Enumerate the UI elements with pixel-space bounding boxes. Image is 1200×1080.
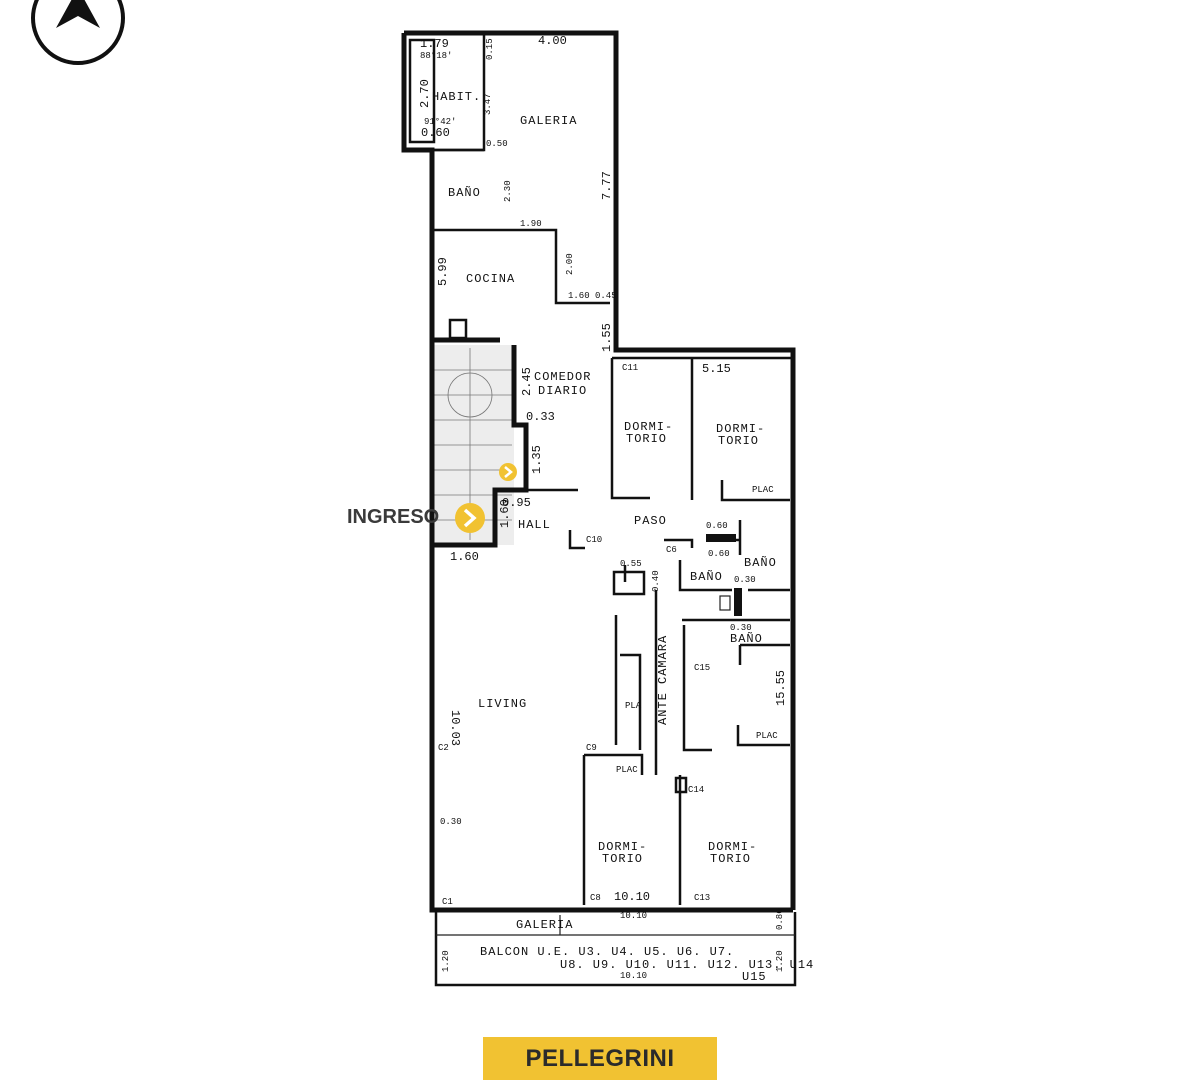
dim-245: 2.45: [520, 367, 534, 396]
room-bano-2: BAÑO: [744, 555, 777, 570]
room-placard-3: PLAC: [616, 765, 638, 775]
north-arrow-icon: [31, 0, 125, 65]
room-balcon-line3: U15: [742, 970, 767, 984]
column-c13: C13: [694, 893, 710, 903]
dim-230: 2.30: [503, 180, 513, 202]
dim-angle-2: 91°42': [424, 117, 456, 127]
column-c8: C8: [590, 893, 601, 903]
room-bano-1: BAÑO: [448, 185, 481, 200]
dim-030-c: 0.30: [440, 817, 462, 827]
entrance-label: INGRESO: [347, 506, 440, 528]
room-labels: HABIT. GALERIA BAÑO COCINA COMEDOR DIARI…: [432, 90, 814, 984]
room-living: LIVING: [478, 697, 527, 711]
dim-030-a: 0.30: [734, 575, 756, 585]
dim-135: 1.35: [530, 445, 544, 474]
room-galeria-top: GALERIA: [520, 114, 577, 128]
room-dormitorio-b-line2: TORIO: [718, 434, 759, 448]
room-comedor-line1: COMEDOR: [534, 370, 591, 384]
dim-347: 3.47: [483, 93, 493, 115]
room-dormitorio-c-line2: TORIO: [602, 852, 643, 866]
dim-200: 2.00: [565, 253, 575, 275]
dim-160-a: 1.60: [498, 499, 512, 528]
dim-160-b: 1.60: [450, 550, 479, 564]
column-c6: C6: [666, 545, 677, 555]
dim-515: 5.15: [702, 362, 731, 376]
dim-060: 0.60: [421, 126, 450, 140]
room-balcon-line1: BALCON U.E. U3. U4. U5. U6. U7.: [480, 945, 734, 959]
room-dormitorio-a-line1: DORMI-: [624, 420, 673, 434]
room-dormitorio-a-line2: TORIO: [626, 432, 667, 446]
room-placard-4: PLA: [625, 701, 642, 711]
room-bano-4: BAÑO: [730, 631, 763, 646]
dim-120-a: 1.20: [441, 950, 451, 972]
column-labels: C11 C10 C6 C15 C9 C14 C2 C1 C8 C13: [438, 363, 710, 907]
dim-030-b: 0.30: [730, 623, 752, 633]
dim-120-b: 1.20: [775, 950, 785, 972]
room-antecamara: ANTE CAMARA: [656, 635, 670, 725]
dim-599: 5.99: [436, 257, 450, 286]
exterior-walls: [401, 30, 796, 913]
room-placard-2: PLAC: [756, 731, 778, 741]
column-c2: C2: [438, 743, 449, 753]
street-label-box: PELLEGRINI: [483, 1037, 717, 1080]
dim-1010-c: 10.10: [620, 971, 647, 981]
room-hall: HALL: [518, 518, 551, 532]
dim-033: 0.33: [526, 410, 555, 424]
dim-270: 2.70: [418, 79, 432, 108]
dim-040: 0.40: [651, 570, 661, 592]
column-c1: C1: [442, 897, 453, 907]
dim-1010-b: 10.10: [620, 911, 647, 921]
room-bano-3: BAÑO: [690, 569, 723, 584]
entrance-marker: [455, 503, 485, 533]
dim-1003: 10.03: [448, 710, 462, 746]
stair-area: [430, 345, 514, 545]
dim-1010-a: 10.10: [614, 890, 650, 904]
column-c10: C10: [586, 535, 602, 545]
room-cocina: COCINA: [466, 272, 515, 286]
room-dormitorio-b-line1: DORMI-: [716, 422, 765, 436]
dim-060-b: 0.60: [706, 521, 728, 531]
dimension-labels: 1.79 4.00 88°18' 2.70 91°42' 0.60 0.15 3…: [418, 34, 788, 981]
column-c11: C11: [622, 363, 638, 373]
room-dormitorio-d-line1: DORMI-: [708, 840, 757, 854]
room-galeria-bottom: GALERIA: [516, 918, 573, 932]
dim-080: 0.80: [775, 908, 785, 930]
dim-1555: 15.55: [774, 670, 788, 706]
dim-190: 1.90: [520, 219, 542, 229]
balcony: [434, 912, 797, 987]
column-c15: C15: [694, 663, 710, 673]
street-name: PELLEGRINI: [525, 1044, 675, 1072]
dim-155: 1.55: [600, 323, 614, 352]
stair-marker: [499, 463, 517, 481]
room-placard-1: PLAC: [752, 485, 774, 495]
dim-055: 0.55: [620, 559, 642, 569]
dim-777: 7.77: [600, 171, 614, 200]
room-dormitorio-d-line2: TORIO: [710, 852, 751, 866]
dim-179: 1.79: [420, 37, 449, 51]
room-comedor-line2: DIARIO: [538, 384, 587, 398]
dim-060-c: 0.60: [708, 549, 730, 559]
dim-160-045: 1.60 0.45: [568, 291, 617, 301]
dim-050: 0.50: [486, 139, 508, 149]
room-habit: HABIT.: [432, 90, 481, 104]
dim-095: 0.95: [502, 496, 531, 510]
room-paso: PASO: [634, 514, 667, 528]
dim-015-top: 0.15: [485, 38, 495, 60]
dim-angle-1: 88°18': [420, 51, 452, 61]
interior-walls: [432, 33, 793, 905]
room-balcon-line2: U8. U9. U10. U11. U12. U13. U14: [560, 958, 814, 972]
column-c14: C14: [688, 785, 704, 795]
dim-400: 4.00: [538, 34, 567, 48]
column-c9: C9: [586, 743, 597, 753]
room-dormitorio-c-line1: DORMI-: [598, 840, 647, 854]
